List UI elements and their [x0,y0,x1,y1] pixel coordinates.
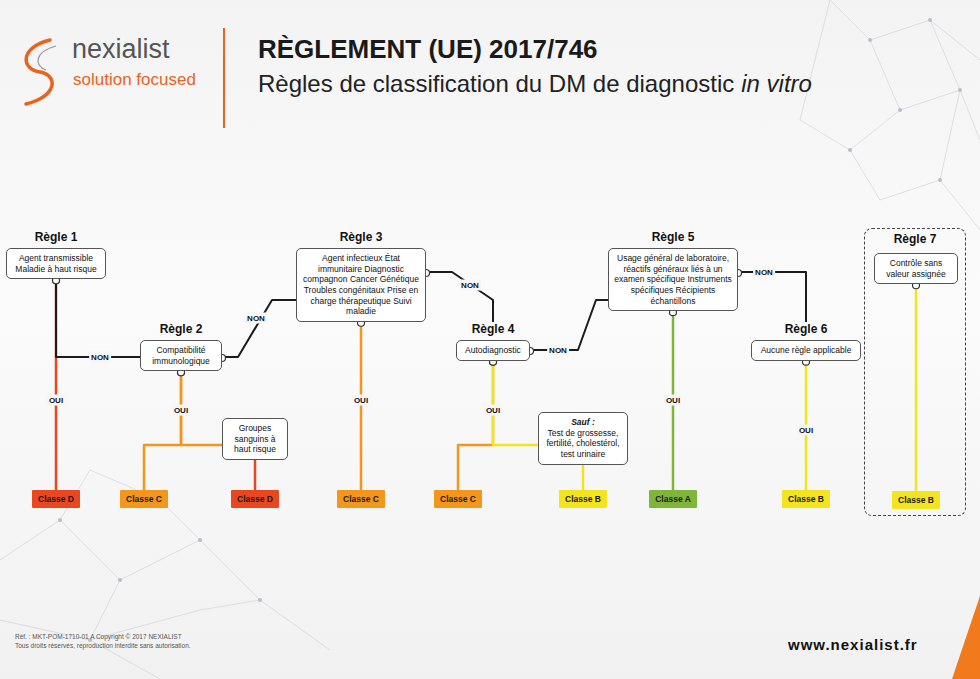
rule-heading: Règle 4 [456,322,530,336]
corner-accent [952,596,980,679]
website: www.nexialist.fr [788,636,918,653]
class-box: Classe D [32,490,80,508]
brand-name: nexialist [72,34,170,65]
branch-label: NON [245,313,267,324]
rule-heading: Règle 1 [6,230,106,244]
connector-line [254,460,257,490]
rule-node: Règle 6 Aucune règle applicable [751,322,861,361]
rule-criteria: Agent transmissible Maladie à haut risqu… [12,253,100,274]
class-label: Classe B [562,494,604,504]
class-box: Classe B [559,490,607,508]
subtitle-line: Règles de classification du DM de diagno… [258,70,812,98]
subtitle: Règles de classification du DM de diagno… [258,70,734,98]
class-label: Classe A [652,494,694,504]
rule-criteria: Autodiagnostic [462,345,524,356]
connector-line [738,272,806,322]
footer-rights: Tous droits réservés, reproduction inter… [15,642,191,649]
branch-label: OUI [664,395,682,406]
rule-box: Agent transmissible Maladie à haut risqu… [6,248,106,279]
branch-label: OUI [172,405,190,416]
rule-group-frame: Règle 7 Contrôle sans valeur assignéeClas… [864,228,966,516]
connector-line [144,371,181,490]
branch-label: OUI [484,405,502,416]
rule-box: Usage général de laboratoire, réactifs g… [608,248,738,311]
rule-box: Aucune règle applicable [751,340,861,361]
note-box: Contrôle sans valeur assignée [874,253,958,284]
connector-line [493,361,538,445]
branch-label: NON [753,267,775,278]
rule-criteria: Agent infectieux État immunitaire Diagno… [302,253,420,317]
rule-node: Règle 3 Agent infectieux État immunitaire… [296,230,426,322]
class-label: Classe D [234,494,276,504]
branch-label: NON [459,280,481,291]
connector-line [582,465,585,491]
class-box: Classe B [782,490,830,508]
class-box: Classe A [649,490,697,508]
rule-criteria: Compatibilité immunologique [146,345,216,366]
brand-tagline: solution focused [73,70,196,90]
network-dots [58,18,962,642]
title: RÈGLEMENT (UE) 2017/746 [258,34,598,65]
class-label: Classe C [123,494,165,504]
class-box: Classe C [434,490,482,508]
logo-mark-shadow [38,46,56,70]
branch-label: OUI [797,425,815,436]
header-divider [223,28,225,128]
rule-box: Agent infectieux État immunitaire Diagno… [296,248,426,322]
rule-criteria: Usage général de laboratoire, réactifs g… [614,253,732,306]
box-text: Contrôle sans valeur assignée [880,258,952,279]
rule-box: Compatibilité immunologique [140,340,222,371]
connector-line [222,300,296,357]
rule-node: Règle 4 Autodiagnostic [456,322,530,361]
branch-label: NON [547,345,569,356]
rule-heading: Règle 2 [140,322,222,336]
connector-line [360,322,363,490]
logo-mark [26,40,52,104]
branch-label: OUI [47,395,65,406]
rule-criteria: Aucune règle applicable [757,345,855,356]
class-box: Classe D [231,490,279,508]
note-box: Groupes sanguins à haut risque [222,418,288,460]
class-box: Classe C [337,490,385,508]
connector-line [426,272,493,322]
rule-heading: Règle 6 [751,322,861,336]
class-box: Classe C [120,490,168,508]
class-label: Classe C [340,494,382,504]
rule-box: Autodiagnostic [456,340,530,361]
connector-line [56,279,140,357]
exception-heading: Sauf : [544,417,622,428]
footer-ref: Réf. : MKT-POM-1710-01 A Copyright © 201… [15,633,182,640]
rule-heading: Règle 5 [608,230,738,244]
rule-heading: Règle 7 [865,232,965,246]
class-box: Classe B [892,491,940,509]
rule-heading: Règle 3 [296,230,426,244]
connector-line [915,284,918,491]
box-text: Test de grossesse, fertilité, cholestéro… [544,428,622,460]
connector-line [530,300,608,350]
branch-label: OUI [352,395,370,406]
class-label: Classe B [785,494,827,504]
branch-label: NON [89,352,111,363]
rule-node: Règle 1 Agent transmissible Maladie à hau… [6,230,106,279]
rule-node: Règle 2 Compatibilité immunologique [140,322,222,371]
class-label: Classe C [437,494,479,504]
rule-node: Règle 5 Usage général de laboratoire, réa… [608,230,738,311]
connector-line [458,361,493,490]
box-text: Groupes sanguins à haut risque [228,423,282,455]
exception-box: Sauf :Test de grossesse, fertilité, chol… [538,412,628,465]
subtitle-italic: in vitro [741,70,812,98]
class-label: Classe D [35,494,77,504]
class-label: Classe B [895,495,937,505]
